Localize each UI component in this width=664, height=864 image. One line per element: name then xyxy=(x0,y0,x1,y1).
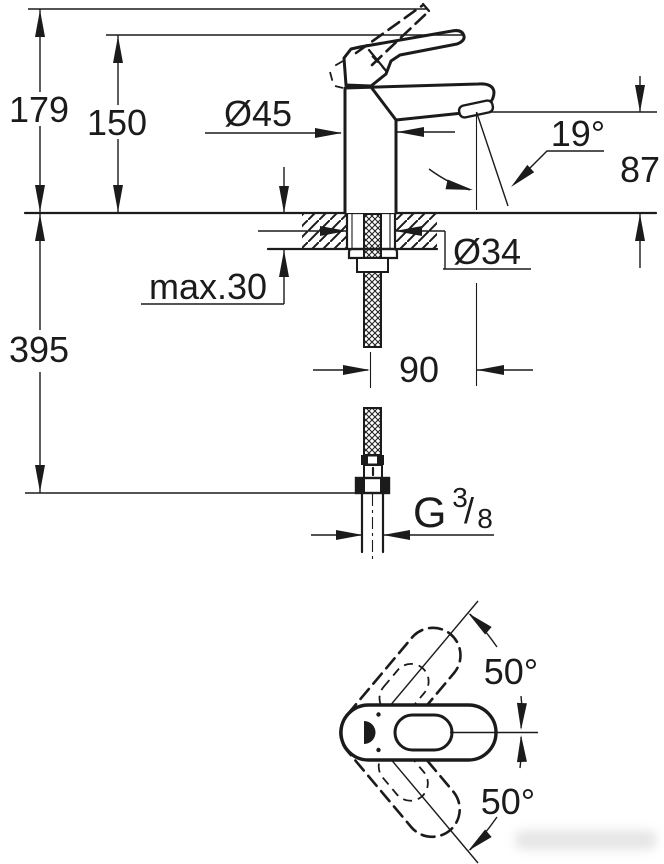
handle-dot-top xyxy=(376,712,381,717)
arrowhead xyxy=(279,186,289,213)
thread-prefix-label: G xyxy=(413,489,446,537)
mounting-flange xyxy=(347,247,399,260)
handle-indicator-mark xyxy=(364,721,376,744)
watermark xyxy=(515,830,657,850)
mounting-nut xyxy=(356,257,389,273)
spout-reach-label: 90 xyxy=(399,349,439,390)
thread-denominator-label: 8 xyxy=(477,503,493,534)
handle-top-view-inner xyxy=(393,713,454,752)
arrowhead xyxy=(445,179,475,195)
arrowhead xyxy=(635,214,645,241)
connection-nut-left-face xyxy=(356,478,365,493)
dim-spout-outlet-height: 87 xyxy=(490,76,660,268)
dim-hose-length: 395 xyxy=(9,213,357,494)
body-front-edge xyxy=(369,85,398,122)
body-diameter-label: Ø45 xyxy=(224,93,292,134)
dim-overall-height-raised: 179 xyxy=(9,8,428,213)
swivel-angle-lower-label: 50° xyxy=(481,781,535,822)
overall-height-raised-label: 179 xyxy=(9,89,69,130)
arrowhead xyxy=(507,164,535,191)
mounting-hole-diameter-label: Ø34 xyxy=(453,231,521,272)
braided-hose-upper xyxy=(363,213,382,348)
dim-overall-height: 150 xyxy=(87,34,464,213)
thread-slash-label: / xyxy=(464,490,474,531)
arrowhead xyxy=(35,185,45,212)
thread-numerator-label: 3 xyxy=(452,482,468,513)
supply-hose-assembly xyxy=(347,213,399,560)
overall-height-label: 150 xyxy=(87,102,147,143)
arrowhead xyxy=(315,128,342,138)
connection-nut-right-face xyxy=(380,478,389,493)
dim-mounting-hole-diameter: Ø34 xyxy=(258,226,531,272)
arrowhead xyxy=(35,214,45,241)
max-deck-thickness-label: max.30 xyxy=(149,266,267,307)
swivel-angle-upper-label: 50° xyxy=(484,651,538,692)
hose-crimp-slot xyxy=(368,456,377,464)
lever-hidden-left-contour xyxy=(329,60,344,89)
hose-length-label: 395 xyxy=(9,329,69,370)
thread-tail-tube xyxy=(360,491,385,554)
lever-hidden-edge xyxy=(371,55,388,73)
dim-body-diameter: Ø45 xyxy=(205,93,455,138)
arrowhead xyxy=(635,85,645,112)
flow-direction-line xyxy=(475,111,509,207)
arrowhead xyxy=(35,10,45,37)
arrowhead xyxy=(397,127,424,137)
arrowhead xyxy=(516,702,527,731)
spout-outlet-height-label: 87 xyxy=(620,149,660,190)
arrowhead xyxy=(113,185,123,212)
arrowhead xyxy=(516,734,527,763)
arrowhead xyxy=(113,36,123,63)
raised-lever-tip xyxy=(421,2,431,13)
spout-angle-label: 19° xyxy=(551,113,605,154)
lever-outline xyxy=(342,29,466,88)
faucet-body xyxy=(343,82,496,215)
dim-max-deck-thickness: max.30 xyxy=(141,167,289,307)
dim-spout-angle: 19° xyxy=(428,111,605,210)
arrowhead xyxy=(336,530,363,540)
handle-dot-bottom xyxy=(376,747,381,753)
threaded-shank-edges xyxy=(351,214,391,248)
braided-hose-lower xyxy=(363,407,382,456)
arrowhead xyxy=(35,465,45,492)
arrowhead xyxy=(477,365,504,375)
dim-thread-size: G 3 / 8 xyxy=(311,482,494,540)
arrowhead xyxy=(343,365,370,375)
arrowhead xyxy=(279,250,289,277)
arrowhead xyxy=(383,530,410,540)
dim-spout-reach: 90 xyxy=(313,283,533,390)
top-view: 50° 50° xyxy=(339,600,538,864)
lever-handle xyxy=(329,2,466,89)
side-view: 179 150 Ø45 19° xyxy=(9,2,660,560)
raised-lever-bottom-dashed xyxy=(370,9,431,67)
raised-lever-top-dashed xyxy=(354,3,425,55)
